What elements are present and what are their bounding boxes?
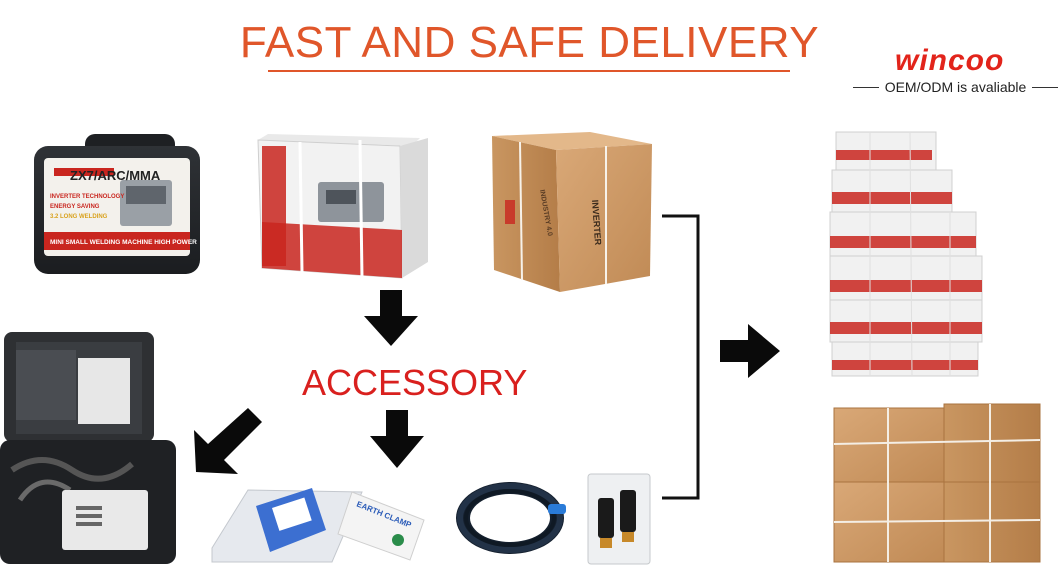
page-title: FAST AND SAFE DELIVERY: [239, 18, 820, 67]
earth-clamp-package: EARTH CLAMP: [211, 488, 425, 563]
case-label-bottom: MINI SMALL WELDING MACHINE HIGH POWER: [50, 239, 197, 246]
brand-logo: wincoo: [895, 44, 1005, 77]
carton-label: INVERTER: [590, 199, 603, 246]
carry-case-closed: ZX7/ARC/MMA INVERTER TECHNOLOGY ENERGY S…: [34, 134, 200, 274]
oem-note-text: OEM/ODM is avaliable: [884, 79, 1027, 95]
arrow-right-icon: [720, 324, 780, 378]
pallet-white-boxes: [829, 131, 983, 377]
case-label-line: INVERTER TECHNOLOGY: [50, 194, 124, 200]
retail-box: [257, 134, 428, 279]
oem-note: OEM/ODM is avaliable: [853, 79, 1058, 95]
case-model-label: ZX7/ARC/MMA: [70, 168, 161, 183]
title-underline: [268, 70, 790, 72]
arrow-down-icon: [370, 410, 424, 468]
arrow-down-icon: [364, 290, 418, 346]
bracket-connector: [662, 214, 700, 500]
divider: [853, 86, 879, 88]
arrow-down-left-icon: [194, 408, 262, 474]
connector-bag: [587, 473, 651, 565]
pallet-cardboard-boxes: [833, 403, 1041, 563]
case-label-line: ENERGY SAVING: [50, 204, 100, 210]
case-label-line: 3.2 LONG WELDING: [50, 214, 108, 220]
carry-case-open: [0, 332, 176, 564]
accessory-label: ACCESSORY: [302, 362, 528, 403]
divider: [1032, 86, 1058, 88]
cardboard-carton: INVERTER INDUSTRY 4.0: [492, 132, 652, 292]
welding-cable-coil: [456, 482, 566, 554]
